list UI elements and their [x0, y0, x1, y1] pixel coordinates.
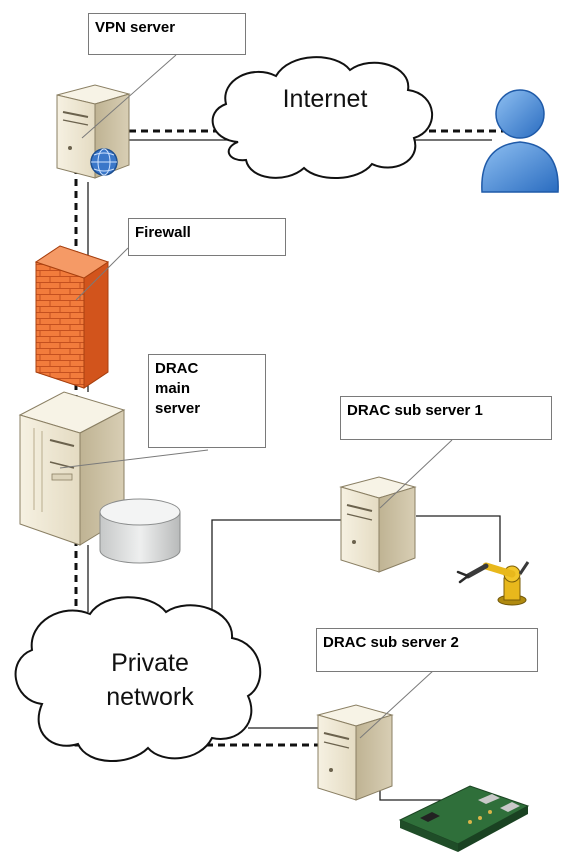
link-private-sub1	[211, 519, 346, 616]
globe-icon	[90, 148, 118, 176]
sub-server-1-icon	[339, 476, 417, 573]
leader-sub-server-2	[359, 669, 435, 739]
user-icon	[481, 89, 559, 193]
drac-main-server-callout: DRAC main server	[148, 354, 266, 448]
callout-leaders	[59, 54, 453, 739]
leader-drac-main	[59, 449, 209, 469]
drac-sub-server-2-callout: DRAC sub server 2	[316, 628, 538, 672]
sub-server-2-icon	[316, 704, 394, 801]
vpn-server-icon	[56, 84, 131, 179]
leader-firewall	[75, 247, 129, 301]
firewall-callout: Firewall	[128, 218, 286, 256]
database-icon	[99, 498, 181, 564]
drac-sub-server-1-callout: DRAC sub server 1	[340, 396, 552, 440]
internet-cloud	[211, 56, 433, 179]
firewall-icon	[34, 245, 110, 389]
internet-label: Internet	[282, 85, 368, 113]
leader-vpn-server	[81, 54, 177, 139]
solid-links	[87, 139, 501, 801]
robot-arm-icon	[456, 561, 530, 606]
vpn-server-callout: VPN server	[88, 13, 246, 55]
leader-sub-server-1	[379, 439, 453, 509]
private-network-cloud	[14, 596, 262, 762]
private-network-label: Private network	[106, 649, 194, 711]
link-sub1-robot	[416, 515, 501, 562]
